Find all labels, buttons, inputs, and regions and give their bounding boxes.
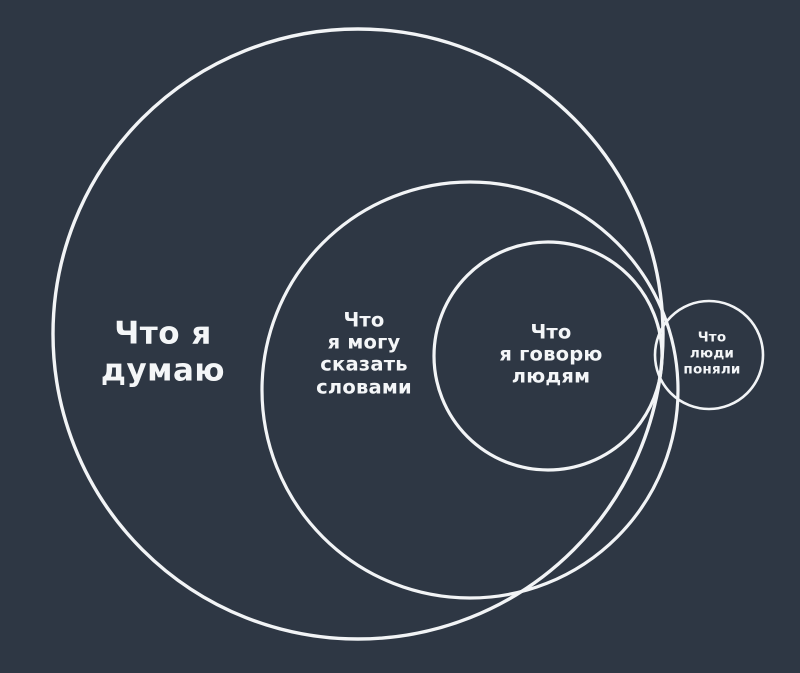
circle-can-say: [260, 180, 680, 600]
circle-say-to-people: [432, 240, 664, 472]
circle-people-understood: [653, 299, 765, 411]
circle-thoughts: [51, 27, 665, 641]
